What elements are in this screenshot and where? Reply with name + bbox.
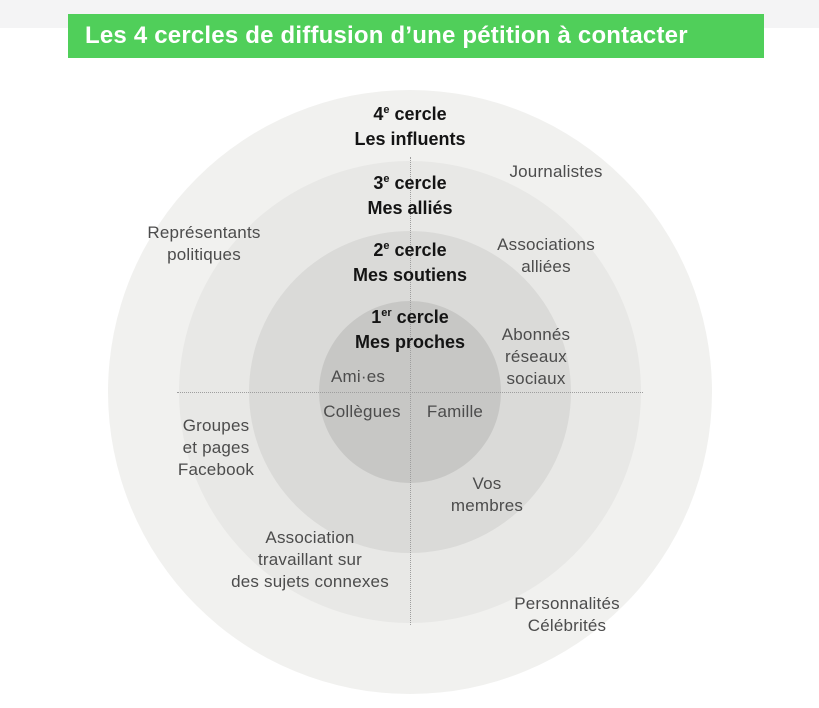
vertical-dotted-axis xyxy=(410,157,411,625)
label-journalistes: Journalistes xyxy=(509,162,603,181)
label-association-sujets-connexes: Association travaillant sur des sujets c… xyxy=(231,528,389,591)
label-vos-membres: Vos membres xyxy=(450,474,524,515)
label-famille: Famille xyxy=(426,402,484,421)
circle-2-name: Mes soutiens xyxy=(352,265,468,285)
label-associations-alliees: Associations alliées xyxy=(497,235,595,276)
circle-3-name: Mes alliés xyxy=(367,198,453,218)
title-banner: Les 4 cercles de diffusion d’une pétitio… xyxy=(68,14,764,58)
label-groupes-pages-facebook: Groupes et pages Facebook xyxy=(177,416,255,479)
circle-4-name: Les influents xyxy=(354,129,466,149)
label-representants-politiques: Représentants politiques xyxy=(147,223,261,264)
page-title: Les 4 cercles de diffusion d’une pétitio… xyxy=(85,22,688,49)
label-abonnes-reseaux-sociaux: Abonnés réseaux sociaux xyxy=(501,325,571,388)
label-amies: Ami·es xyxy=(330,367,386,386)
circle-1-name: Mes proches xyxy=(354,332,466,352)
label-collegues: Collègues xyxy=(323,402,401,421)
label-personnalites-celebrites: Personnalités Célébrités xyxy=(514,594,620,635)
